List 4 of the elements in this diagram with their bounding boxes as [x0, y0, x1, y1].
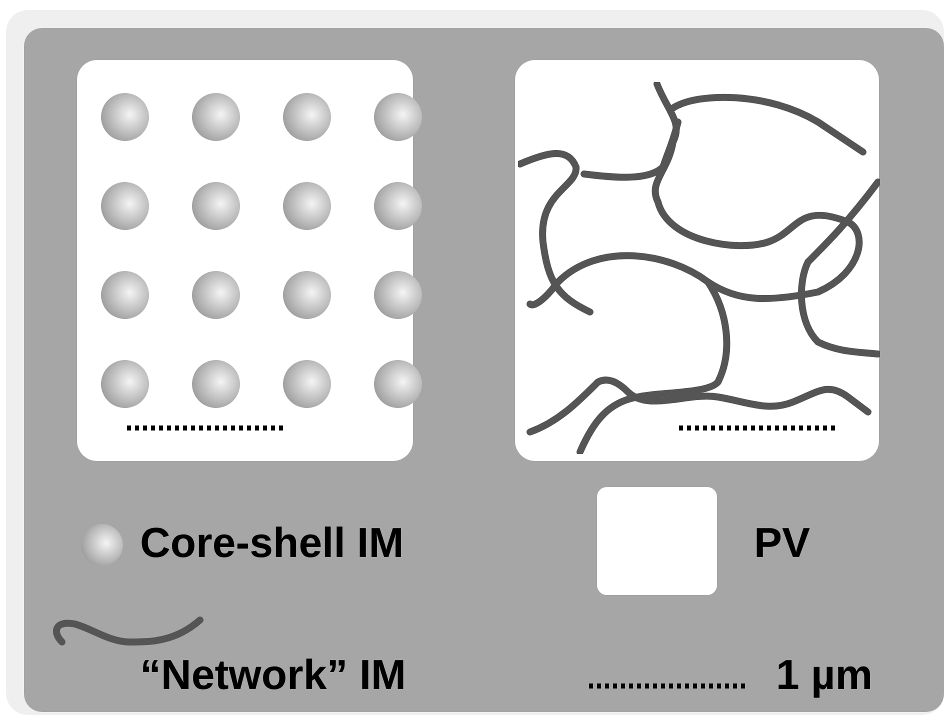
legend-label: PV — [754, 522, 810, 564]
legend-label: 1 µm — [776, 654, 873, 696]
legend-label: Core-shell IM — [140, 522, 404, 564]
legend-label: “Network” IM — [140, 654, 406, 696]
